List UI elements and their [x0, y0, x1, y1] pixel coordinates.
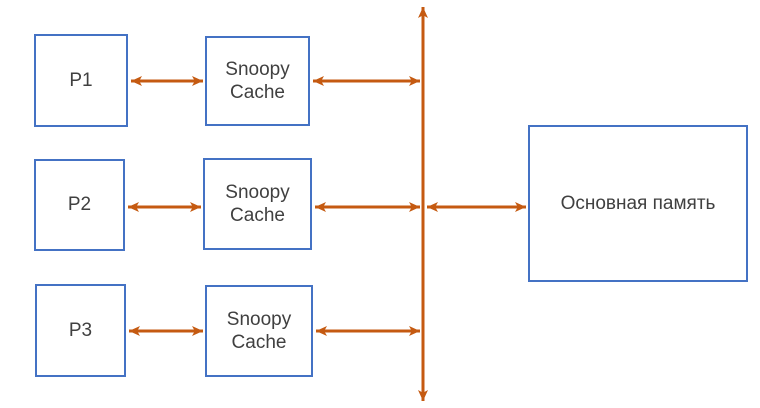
snoopy-cache-1-box: Snoopy Cache [205, 36, 310, 126]
snoopy-cache-3-box: Snoopy Cache [205, 285, 313, 377]
main-memory-box: Основная память [528, 125, 748, 282]
snoopy-cache-2-box: Snoopy Cache [203, 158, 312, 250]
processor-p1-label: P1 [69, 69, 93, 91]
snoopy-cache-3-label: Snoopy Cache [226, 308, 292, 353]
processor-p2-label: P2 [67, 194, 92, 216]
processor-p3-box: P3 [35, 284, 126, 377]
processor-p2-box: P2 [34, 159, 125, 251]
snoopy-cache-2-label: Snoopy Cache [225, 181, 290, 226]
main-memory-label: Основная память [560, 192, 716, 214]
snoopy-cache-1-label: Snoopy Cache [225, 58, 290, 103]
processor-p3-label: P3 [68, 319, 93, 341]
processor-p1-box: P1 [34, 34, 128, 127]
